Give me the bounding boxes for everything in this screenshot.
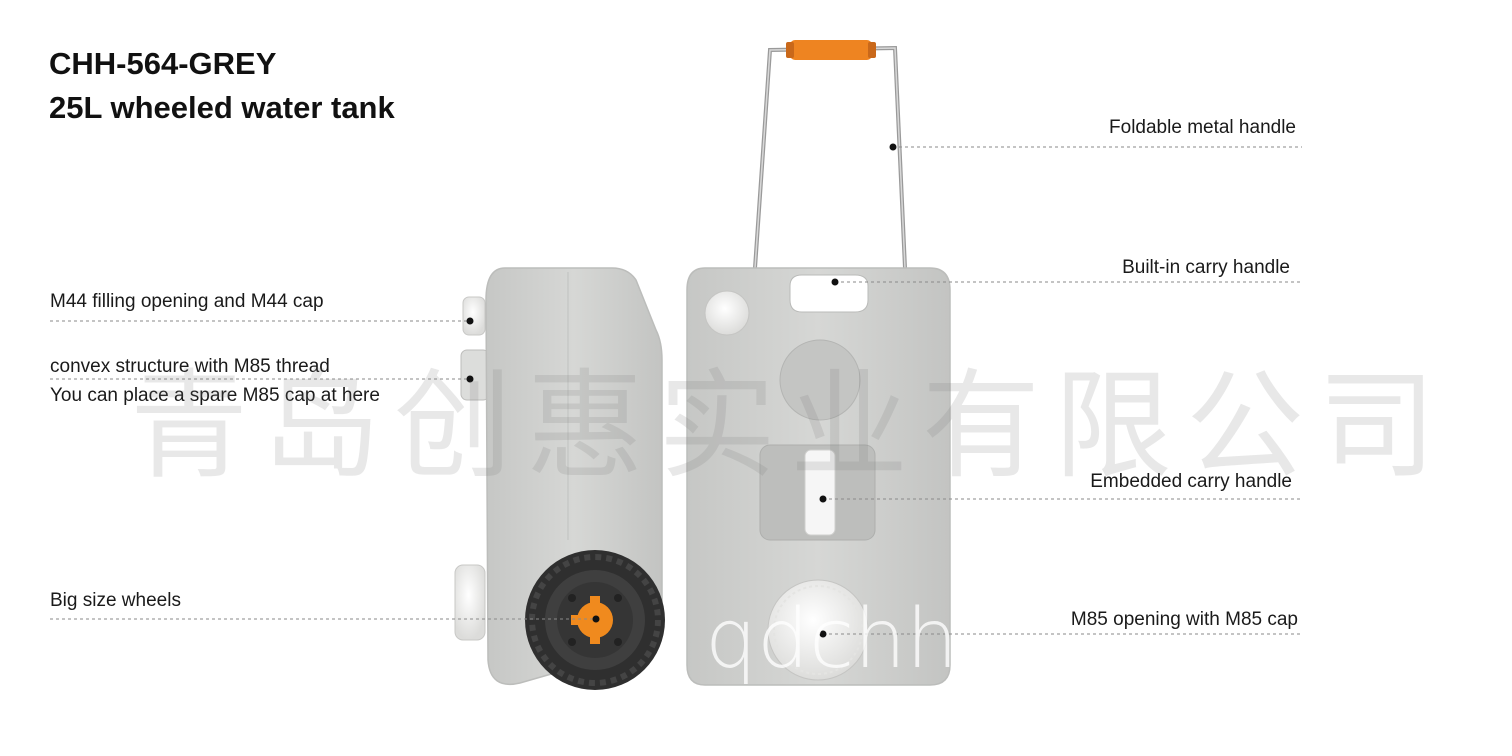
label-convex-line1: convex structure with M85 thread: [50, 356, 330, 377]
product-name-title: 25L wheeled water tank: [49, 90, 395, 125]
label-foldable-handle: Foldable metal handle: [1109, 117, 1296, 138]
label-builtin-handle: Built-in carry handle: [1122, 257, 1290, 278]
leader-lines: [50, 146, 1302, 635]
label-m85-opening: M85 opening with M85 cap: [1070, 609, 1298, 630]
label-convex-line2: You can place a spare M85 cap at here: [50, 385, 380, 406]
label-filling-opening: M44 filling opening and M44 cap: [50, 291, 324, 312]
watermark-brand: qdchh: [705, 592, 959, 687]
label-embedded-handle: Embedded carry handle: [1090, 471, 1292, 492]
front-view-tank: [686, 40, 951, 686]
model-number-title: CHH-564-GREY: [49, 46, 277, 81]
label-wheels: Big size wheels: [50, 590, 181, 611]
watermark-company: 青岛创惠实业有限公司: [130, 357, 1451, 495]
callout-dots: [466, 143, 897, 638]
